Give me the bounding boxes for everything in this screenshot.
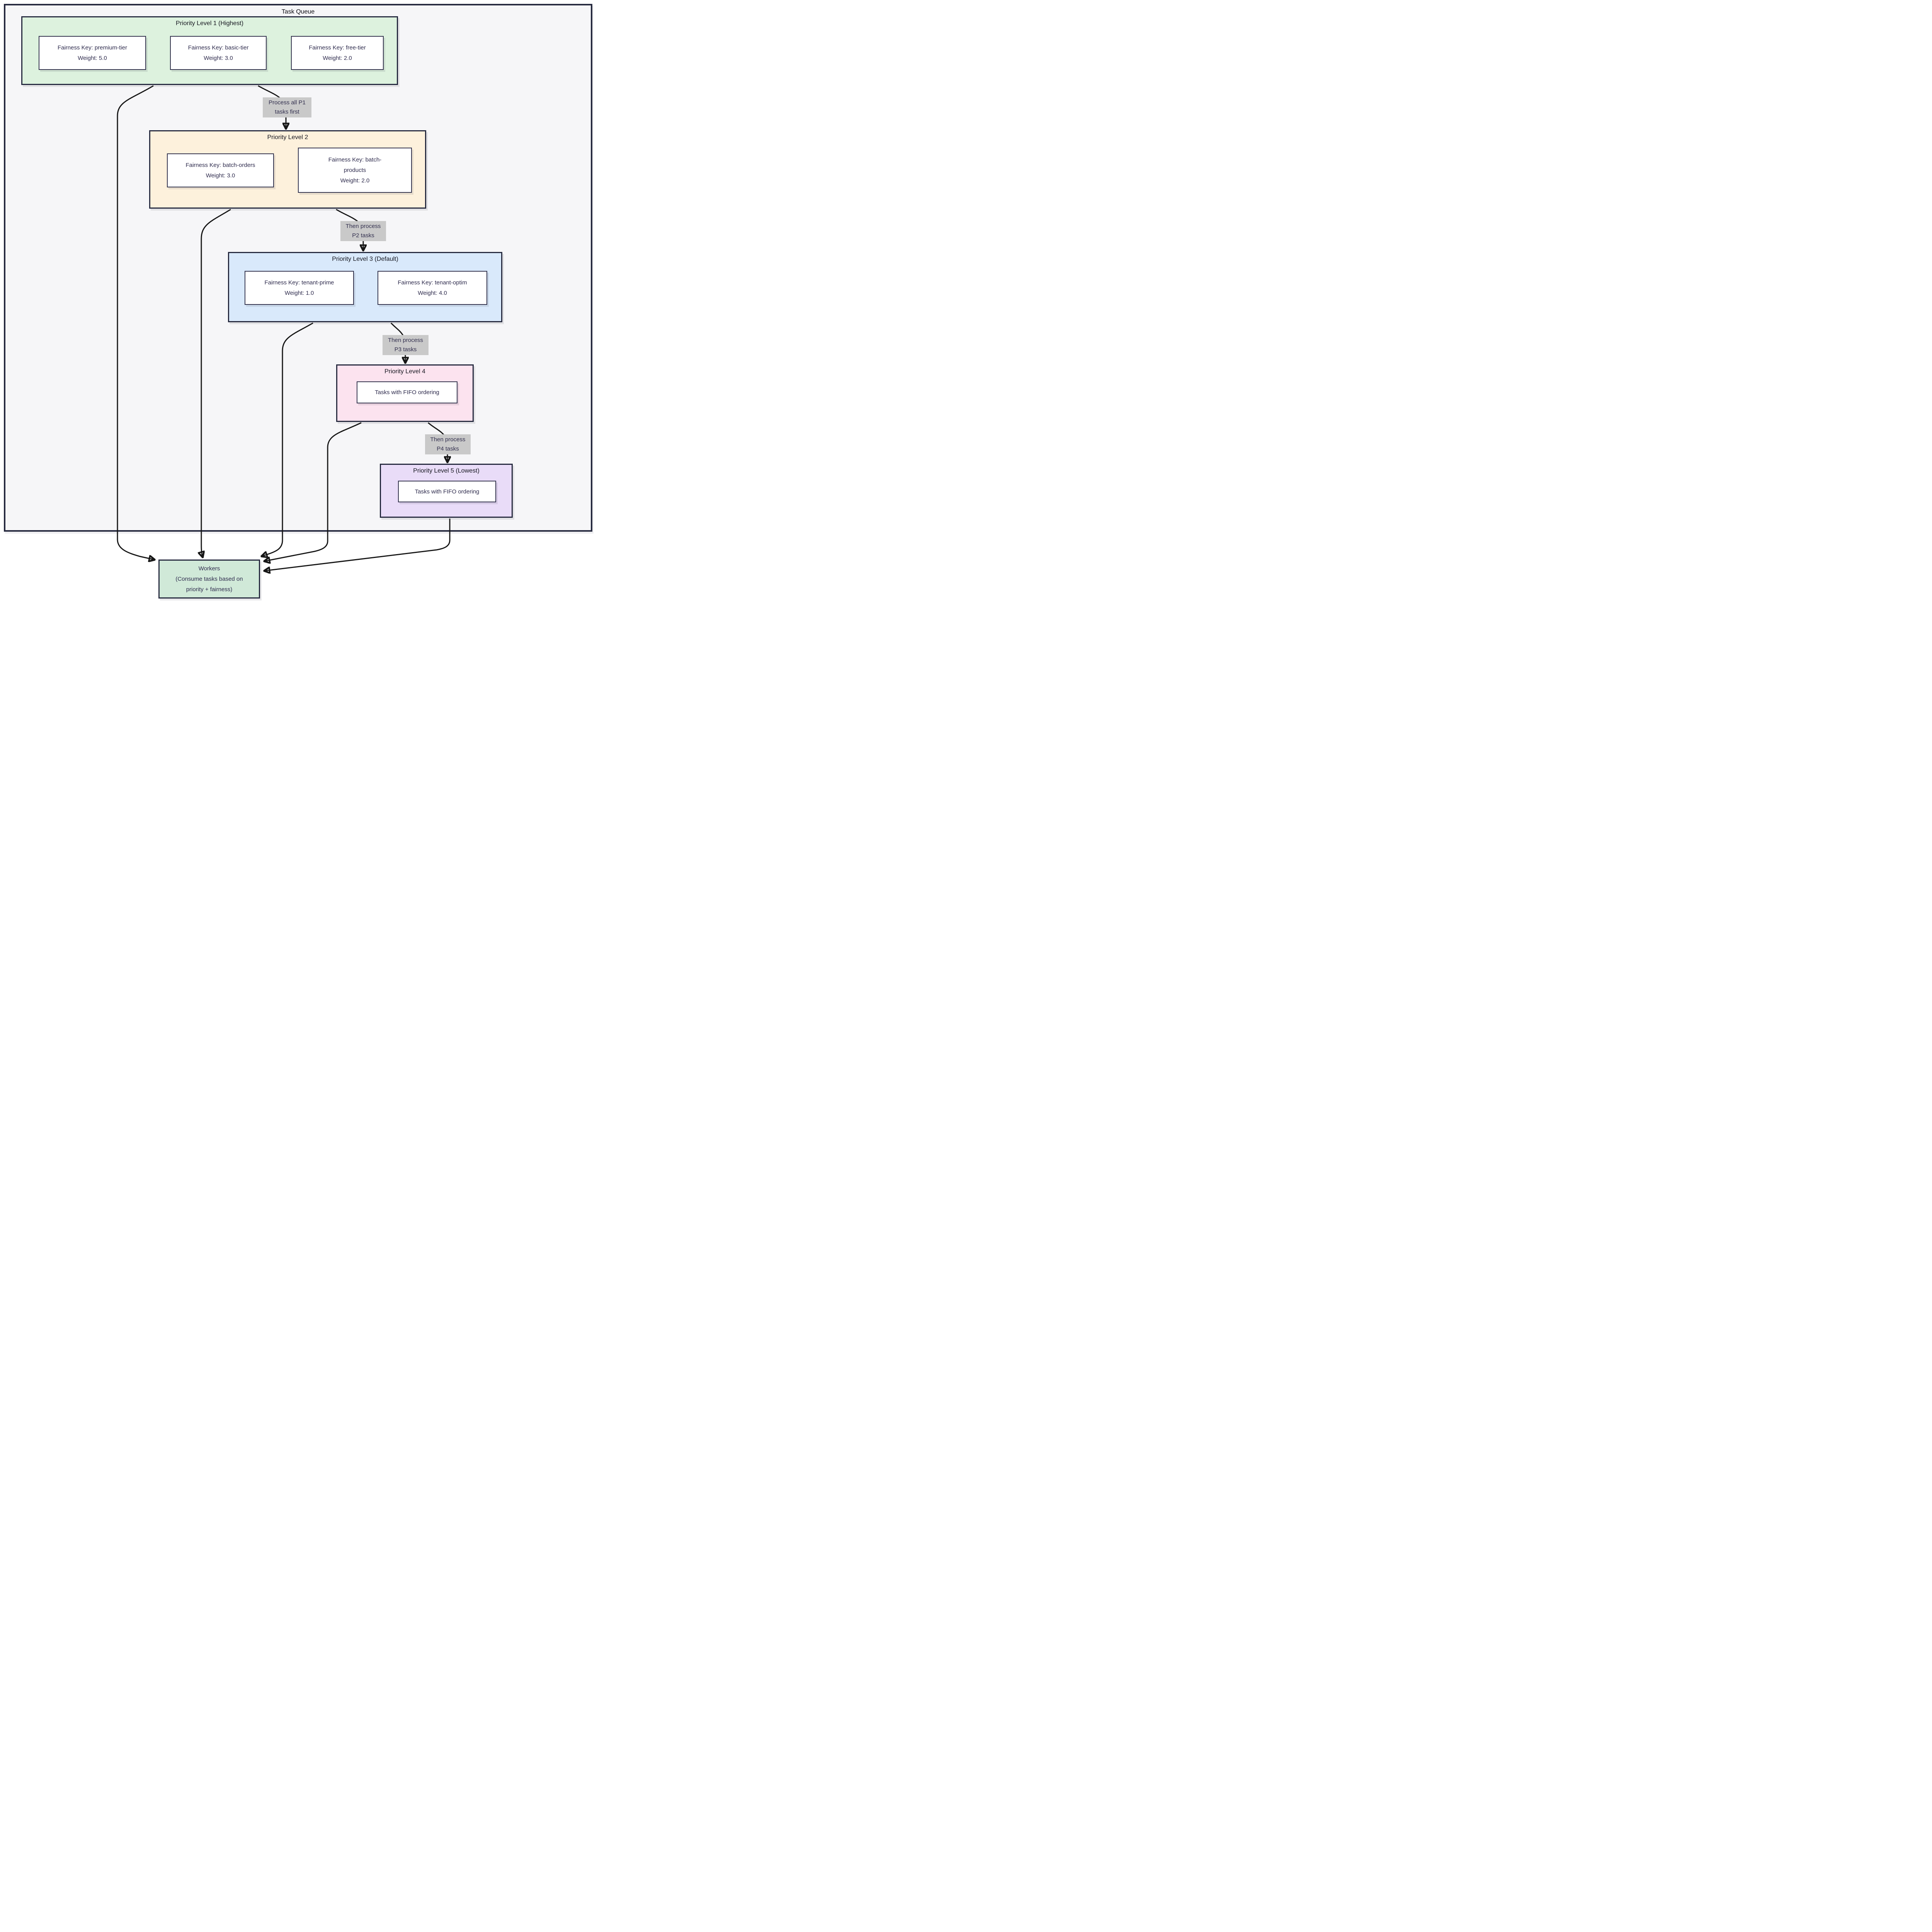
node-text-line: Weight: 1.0 — [284, 290, 314, 296]
edge-label-line: tasks first — [275, 109, 299, 115]
edge-label-line: Then process — [388, 337, 423, 344]
edge-label-line: Then process — [345, 223, 381, 230]
subgraph-priority-level-4: Priority Level 4 Tasks with FIFO orderin… — [336, 364, 474, 422]
edge-label-line: Process all P1 — [269, 99, 306, 106]
node-text-line: Fairness Key: tenant-prime — [264, 279, 334, 286]
node-fifo-p4: Tasks with FIFO ordering — [357, 381, 457, 403]
subgraph-priority-level-1-title: Priority Level 1 (Highest) — [175, 20, 244, 27]
node-text-line: Fairness Key: tenant-optim — [398, 279, 467, 286]
edge-label-line: Then process — [430, 436, 466, 443]
node-text-line: Weight: 5.0 — [78, 55, 107, 61]
node-text-line: Fairness Key: free-tier — [309, 44, 366, 51]
task-queue-title: Task Queue — [281, 9, 315, 15]
node-batch-products: Fairness Key: batch- products Weight: 2.… — [298, 148, 412, 193]
subgraph-priority-level-5: Priority Level 5 (Lowest) Tasks with FIF… — [380, 464, 513, 518]
subgraph-priority-level-2: Priority Level 2 Fairness Key: batch-ord… — [149, 130, 426, 209]
subgraph-priority-level-5-title: Priority Level 5 (Lowest) — [413, 468, 480, 474]
edge-label-line: P4 tasks — [437, 446, 459, 452]
node-workers: Workers (Consume tasks based on priority… — [158, 560, 260, 599]
edge-label-process-p4: Then process P4 tasks — [425, 434, 471, 454]
node-text-line: Weight: 4.0 — [418, 290, 447, 296]
node-text-line: Weight: 3.0 — [206, 172, 235, 179]
node-tenant-prime: Fairness Key: tenant-prime Weight: 1.0 — [245, 271, 354, 305]
subgraph-priority-level-3: Priority Level 3 (Default) Fairness Key:… — [228, 252, 502, 322]
node-text-line: Fairness Key: batch- — [328, 156, 382, 163]
edge-label-line: P3 tasks — [394, 346, 417, 353]
subgraph-priority-level-1: Priority Level 1 (Highest) Fairness Key:… — [21, 16, 398, 85]
edge-label-line: P2 tasks — [352, 232, 374, 239]
edge-label-process-p1: Process all P1 tasks first — [263, 97, 311, 117]
node-text-line: Fairness Key: premium-tier — [57, 44, 128, 51]
node-text-line: products — [344, 167, 366, 173]
subgraph-priority-level-2-title: Priority Level 2 — [267, 134, 308, 141]
node-text-line: Fairness Key: basic-tier — [188, 44, 249, 51]
subgraph-priority-level-4-title: Priority Level 4 — [384, 368, 425, 375]
node-text-line: Workers — [198, 565, 220, 572]
node-text-line: priority + fairness) — [186, 586, 233, 593]
node-text-line: Weight: 2.0 — [340, 177, 370, 184]
node-text-line: Weight: 2.0 — [323, 55, 352, 61]
node-text-line: Fairness Key: batch-orders — [185, 162, 255, 168]
edge-label-process-p3: Then process P3 tasks — [383, 335, 429, 355]
node-text-line: Tasks with FIFO ordering — [375, 389, 439, 396]
node-free-tier: Fairness Key: free-tier Weight: 2.0 — [291, 36, 384, 70]
node-batch-orders: Fairness Key: batch-orders Weight: 3.0 — [167, 153, 274, 187]
node-tenant-optim: Fairness Key: tenant-optim Weight: 4.0 — [378, 271, 487, 305]
flowchart-canvas: Task Queue Priority Level 1 (Highest) Fa… — [0, 0, 596, 601]
subgraph-priority-level-3-title: Priority Level 3 (Default) — [332, 256, 398, 262]
node-fifo-p5: Tasks with FIFO ordering — [398, 481, 496, 502]
edge-label-process-p2: Then process P2 tasks — [340, 221, 386, 241]
node-text-line: Weight: 3.0 — [204, 55, 233, 61]
node-basic-tier: Fairness Key: basic-tier Weight: 3.0 — [170, 36, 267, 70]
node-text-line: (Consume tasks based on — [175, 576, 243, 582]
node-premium-tier: Fairness Key: premium-tier Weight: 5.0 — [39, 36, 146, 70]
node-text-line: Tasks with FIFO ordering — [415, 488, 480, 495]
